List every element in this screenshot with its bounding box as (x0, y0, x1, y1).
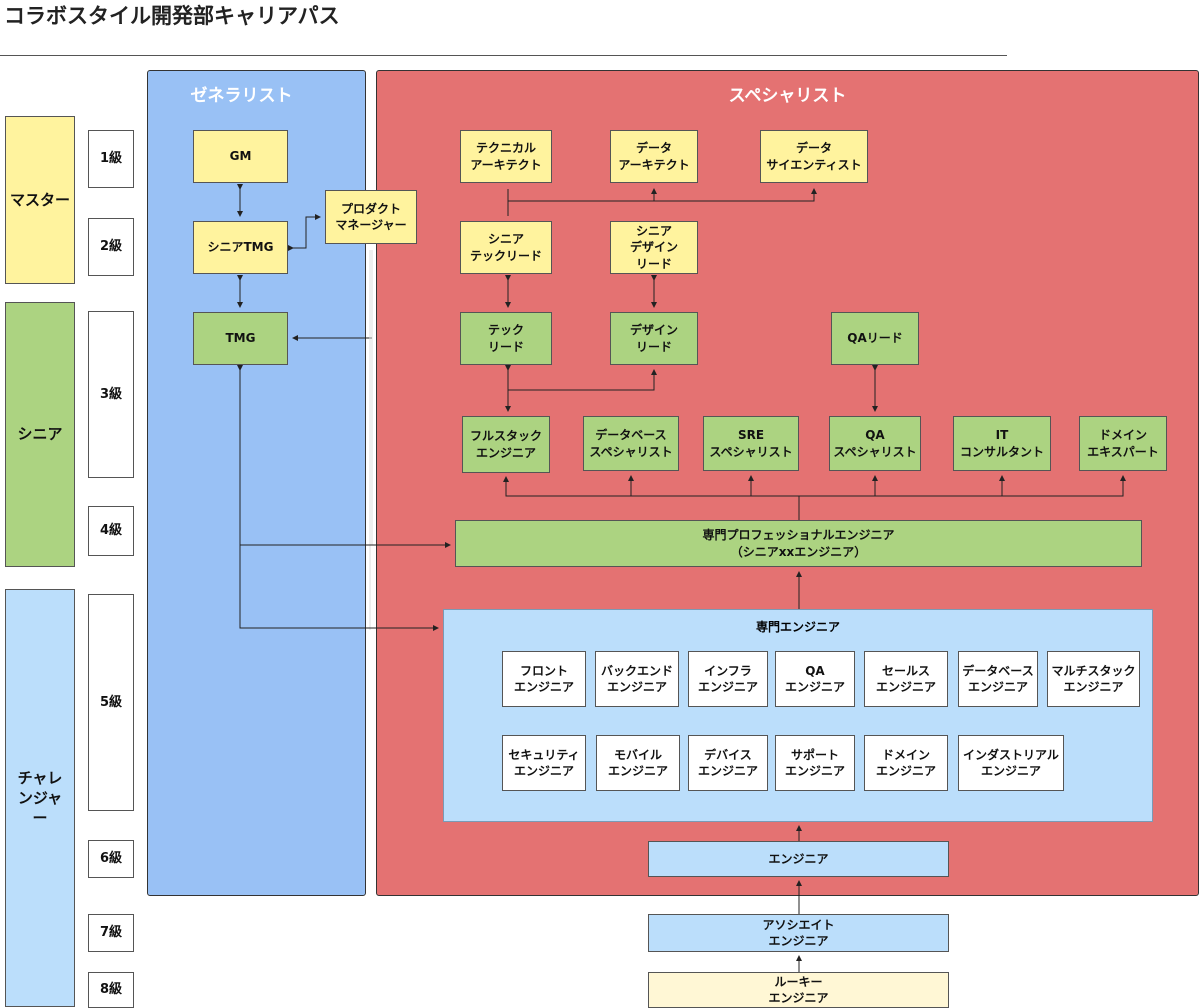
grade-4: 4級 (88, 506, 134, 556)
node-design-lead: デザイン リード (610, 312, 698, 365)
node-data-architect: データ アーキテクト (610, 130, 698, 183)
node-tech-lead: テック リード (460, 312, 552, 365)
grade-1: 1級 (88, 130, 134, 188)
grade-5: 5級 (88, 594, 134, 811)
node-product-manager: プロダクト マネージャー (325, 190, 417, 244)
node-qa-specialist: QA スペシャリスト (829, 416, 921, 471)
grade-3: 3級 (88, 311, 134, 478)
specialist-title: スペシャリスト (728, 86, 847, 106)
node-associate-engineer: アソシエイト エンジニア (648, 914, 949, 952)
generalist-title: ゼネラリスト (190, 86, 293, 106)
node-senior-design-lead: シニア デザイン リード (610, 221, 698, 274)
node-frontend-engineer: フロント エンジニア (502, 651, 586, 707)
node-data-scientist: データ サイエンティスト (760, 130, 868, 183)
specialized-engineer-title: 専門エンジニア (755, 620, 840, 634)
node-senior-tech-lead: シニア テックリード (460, 221, 552, 274)
node-fullstack-engineer: フルスタック エンジニア (462, 416, 550, 473)
node-professional-engineer: 専門プロフェッショナルエンジニア （シニアxxエンジニア） (455, 520, 1142, 567)
node-industrial-engineer: インダストリアル エンジニア (958, 735, 1064, 791)
node-sales-engineer: セールス エンジニア (864, 651, 948, 707)
node-device-engineer: デバイス エンジニア (688, 735, 768, 791)
node-sre-specialist: SRE スペシャリスト (703, 416, 799, 471)
node-domain-engineer: ドメイン エンジニア (864, 735, 948, 791)
level-challenger: チャレンジャー (5, 589, 75, 1007)
node-multistack-engineer: マルチスタック エンジニア (1047, 651, 1140, 707)
node-qa-engineer: QA エンジニア (775, 651, 855, 707)
node-database-engineer: データベース エンジニア (958, 651, 1038, 707)
node-gm: GM (193, 130, 288, 183)
level-senior: シニア (5, 302, 75, 567)
level-master: マスター (5, 116, 75, 284)
node-domain-expert: ドメイン エキスパート (1079, 416, 1167, 471)
node-engineer: エンジニア (648, 841, 949, 877)
node-infra-engineer: インフラ エンジニア (688, 651, 768, 707)
node-backend-engineer: バックエンド エンジニア (595, 651, 679, 707)
grade-6: 6級 (88, 840, 134, 878)
grade-2: 2級 (88, 218, 134, 276)
node-technical-architect: テクニカル アーキテクト (460, 130, 552, 183)
node-it-consultant: IT コンサルタント (953, 416, 1051, 471)
divider (0, 55, 1007, 56)
node-database-specialist: データベース スペシャリスト (583, 416, 679, 471)
node-support-engineer: サポート エンジニア (775, 735, 855, 791)
node-security-engineer: セキュリティ エンジニア (502, 735, 586, 791)
page-title: コラボスタイル開発部キャリアパス (4, 4, 340, 28)
node-mobile-engineer: モバイル エンジニア (596, 735, 680, 791)
grade-7: 7級 (88, 914, 134, 952)
node-tmg: TMG (193, 312, 288, 365)
node-rookie-engineer: ルーキー エンジニア (648, 972, 949, 1008)
grade-8: 8級 (88, 972, 134, 1008)
node-senior-tmg: シニアTMG (193, 221, 288, 274)
node-qa-lead: QAリード (831, 312, 919, 365)
